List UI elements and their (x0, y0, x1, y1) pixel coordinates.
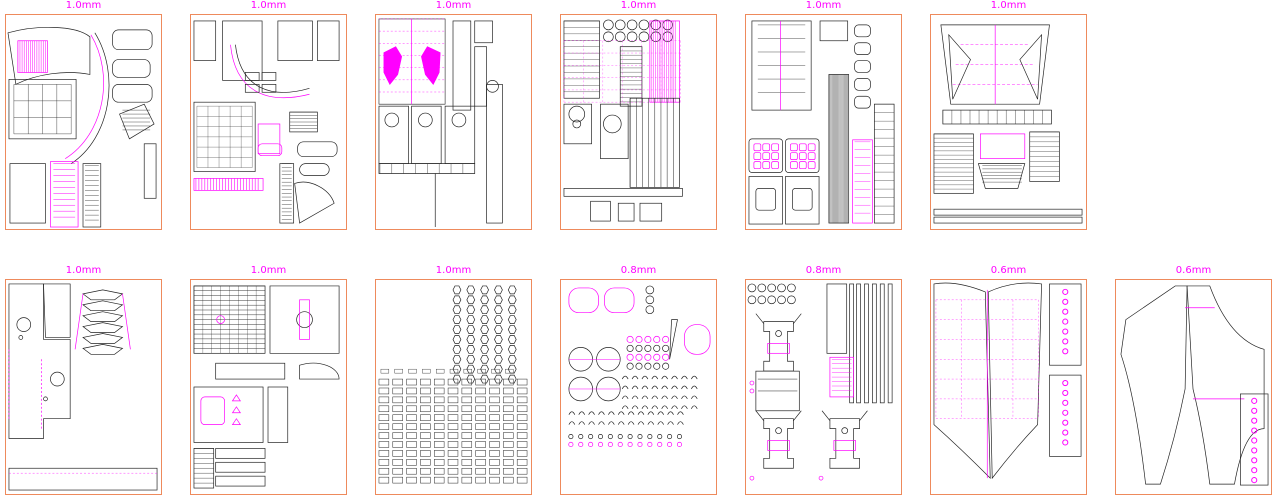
sheet-10: 0.8mm (560, 265, 717, 497)
sheet-thickness-label: 1.0mm (805, 0, 842, 11)
cut-pattern-drawing (748, 20, 895, 225)
sheet-thickness-label: 1.0mm (990, 0, 1027, 11)
sheet-1: 1.0mm (5, 0, 162, 232)
sheet-thickness-label: 0.6mm (1175, 265, 1212, 276)
cut-pattern-drawing (563, 19, 683, 222)
sheet-5: 1.0mm (745, 0, 902, 232)
sheet-thickness-label: 0.8mm (805, 265, 842, 276)
cut-pattern-drawing (8, 283, 158, 491)
sheet-thickness-label: 1.0mm (435, 0, 472, 11)
sheet-12: 0.6mm (930, 265, 1087, 497)
cut-pattern-sheet (930, 279, 1087, 495)
sheet-3: 1.0mm (375, 0, 532, 232)
cut-pattern-drawing (933, 282, 1082, 480)
sheet-13: 0.6mm (1115, 265, 1272, 497)
sheet-thickness-label: 1.0mm (65, 0, 102, 11)
cut-pattern-sheet (5, 279, 162, 495)
cut-pattern-sheet (190, 14, 347, 230)
cut-pattern-drawing (378, 18, 503, 228)
cut-pattern-sheet (560, 14, 717, 230)
cut-pattern-drawing (1120, 285, 1269, 486)
sheet-8: 1.0mm (190, 265, 347, 497)
cut-pattern-sheet (375, 14, 532, 230)
sheet-4: 1.0mm (560, 0, 717, 232)
sheet-2: 1.0mm (190, 0, 347, 232)
cut-pattern-sheet (745, 14, 902, 230)
cut-pattern-sheet (745, 279, 902, 495)
sheet-thickness-label: 1.0mm (435, 265, 472, 276)
cut-pattern-drawing (747, 283, 893, 481)
sheet-thickness-label: 1.0mm (250, 265, 287, 276)
cut-pattern-sheet (1115, 279, 1272, 495)
sheet-thickness-label: 1.0mm (250, 0, 287, 11)
sheet-thickness-label: 0.8mm (620, 265, 657, 276)
cut-pattern-sheet (190, 279, 347, 495)
sheet-thickness-label: 1.0mm (65, 265, 102, 276)
cut-pattern-drawing (7, 27, 157, 228)
cut-pattern-drawing (568, 285, 711, 447)
cut-pattern-drawing (193, 20, 340, 224)
cut-pattern-sheet (560, 279, 717, 495)
sheet-11: 0.8mm (745, 265, 902, 497)
sheet-thickness-label: 0.6mm (990, 265, 1027, 276)
sheet-6: 1.0mm (930, 0, 1087, 232)
cut-pattern-drawing (193, 285, 340, 489)
sheet-thickness-label: 1.0mm (620, 0, 657, 11)
cut-pattern-sheet (930, 14, 1087, 230)
cut-pattern-sheet (5, 14, 162, 230)
cut-pattern-drawing (933, 24, 1083, 224)
sheet-9: 1.0mm (375, 265, 532, 497)
cut-pattern-drawing (378, 285, 528, 484)
sheet-7: 1.0mm (5, 265, 162, 497)
cut-pattern-sheet (375, 279, 532, 495)
